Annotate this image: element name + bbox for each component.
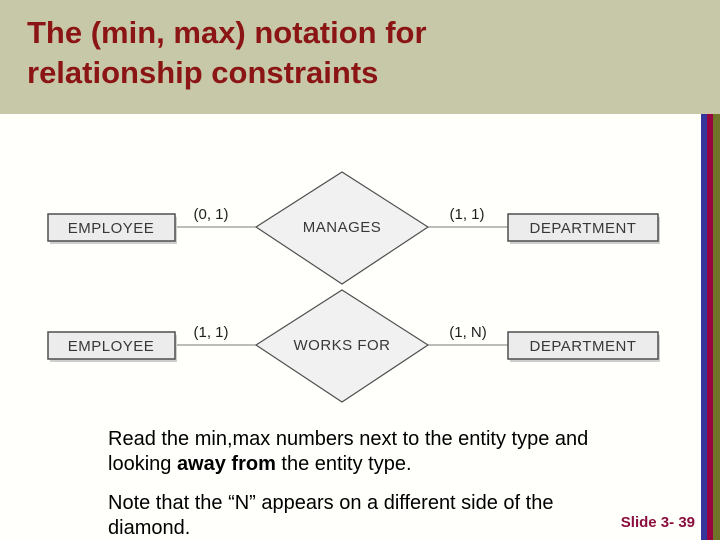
- entity-box-department: [507, 331, 659, 360]
- note-text-bold: away from: [176, 453, 276, 475]
- entity-label-department: DEPARTMENT: [530, 338, 637, 355]
- entity-box-employee: [47, 331, 176, 360]
- entity-box-employee: [47, 213, 176, 242]
- relationship-label-works-for: WORKS FOR: [294, 337, 391, 354]
- cardinality-label: (0, 1): [193, 206, 228, 223]
- er-diagram: EMPLOYEE (0, 1) MANAGES (1, 1) DEPARTMEN…: [47, 171, 660, 403]
- note-text: Note that the “N” appears on a different…: [108, 492, 554, 539]
- note-n-side: Note that the “N” appears on a different…: [108, 491, 613, 540]
- entity-label-employee: EMPLOYEE: [68, 220, 155, 237]
- cardinality-label: (1, 1): [193, 324, 228, 341]
- slide-number: Slide 3- 39: [620, 514, 695, 531]
- entity-label-department: DEPARTMENT: [530, 220, 637, 237]
- note-read-minmax: Read the min,max numbers next to the ent…: [108, 427, 613, 477]
- er-row-works-for: EMPLOYEE (1, 1) WORKS FOR (1, N) DEPARTM…: [47, 289, 660, 403]
- slide-title-bar: The (min, max) notation for relationship …: [0, 0, 720, 114]
- slide-title-line2: relationship constraints: [27, 55, 379, 90]
- slide-title-line1: The (min, max) notation for: [27, 15, 427, 50]
- cardinality-label: (1, 1): [449, 206, 484, 223]
- note-text: Read the min,max numbers next to the ent…: [108, 428, 589, 475]
- edge-stripe-olive: [713, 114, 720, 540]
- notes-text: Read the min,max numbers next to the ent…: [108, 427, 613, 540]
- entity-label-employee: EMPLOYEE: [68, 338, 155, 355]
- edge-stripe-maroon: [707, 114, 713, 540]
- relationship-diamond-manages: [254, 171, 430, 285]
- slide-title: The (min, max) notation for relationship …: [27, 13, 720, 93]
- cardinality-label: (1, N): [449, 324, 487, 341]
- relationship-label-manages: MANAGES: [303, 219, 382, 236]
- er-row-manages: EMPLOYEE (0, 1) MANAGES (1, 1) DEPARTMEN…: [47, 171, 660, 285]
- note-text: the entity type.: [275, 453, 412, 475]
- relationship-diamond-works-for: [254, 289, 430, 403]
- entity-box-department: [507, 213, 659, 242]
- edge-stripe-blue: [701, 114, 707, 540]
